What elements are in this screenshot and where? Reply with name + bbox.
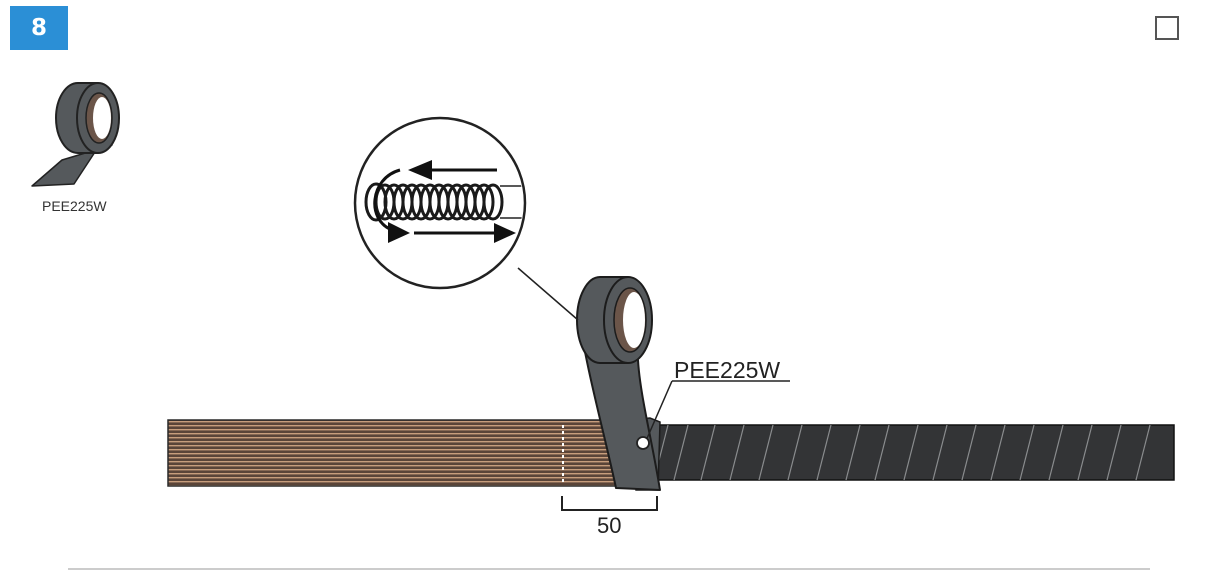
wrap-direction-arrows-icon [373, 160, 516, 243]
dimension-bracket [561, 496, 658, 511]
bare-cable-section [167, 419, 639, 487]
step-number-badge: 8 [10, 6, 68, 50]
part-code-label: PEE225W [42, 198, 107, 214]
callout-part-label: PEE225W [674, 357, 781, 383]
tape-roll-icon [31, 82, 120, 187]
step-complete-checkbox[interactable] [1155, 16, 1179, 40]
wrapped-cable-section [627, 424, 1175, 481]
dimension-value: 50 [597, 513, 622, 538]
callout-leader [636, 380, 790, 450]
detail-zoom-circle [353, 116, 579, 321]
